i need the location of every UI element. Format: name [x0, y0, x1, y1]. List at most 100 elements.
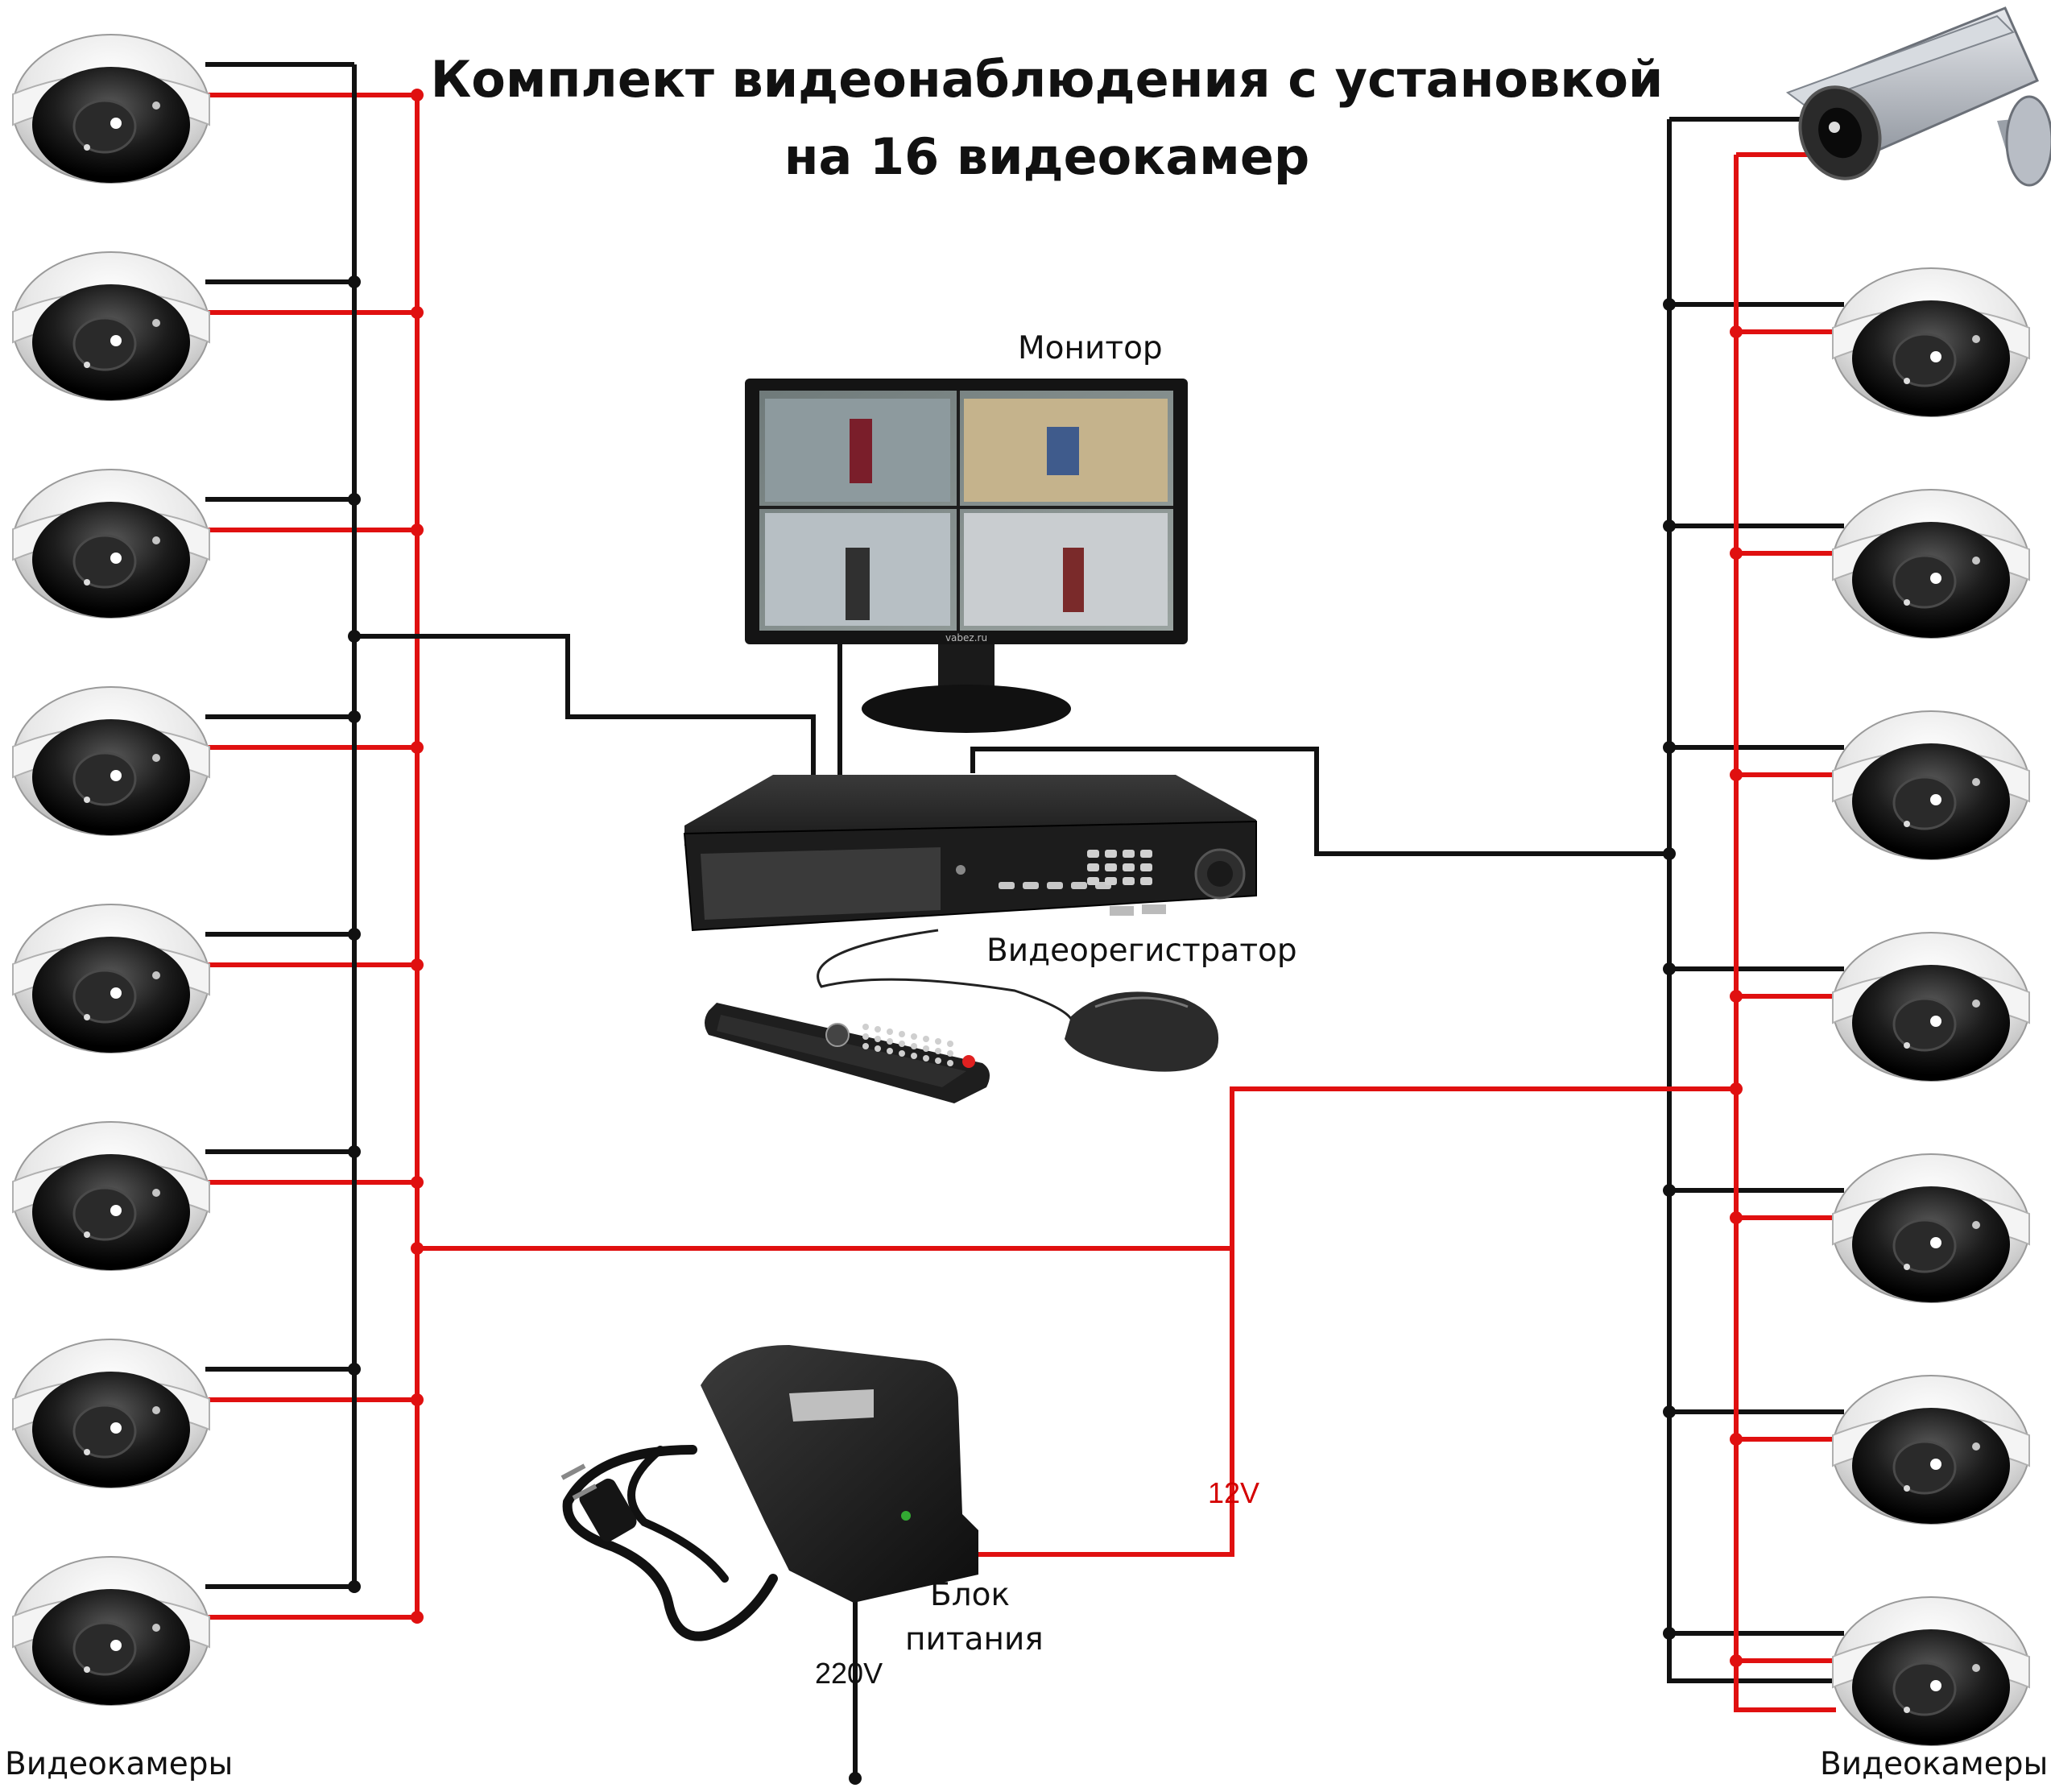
monitor-icon: vabez.ru [745, 379, 1188, 733]
video-junction-dot [1663, 847, 1676, 860]
power-junction-dot [411, 1242, 424, 1255]
remote-key-icon [947, 1060, 953, 1066]
usb-port-icon [1142, 904, 1166, 914]
person-figure-icon [1047, 427, 1079, 475]
mouse-body-icon [1065, 991, 1219, 1072]
cameras-left [11, 33, 211, 1707]
dome-camera-icon [11, 1338, 211, 1489]
power-plug-pin-icon [572, 1484, 598, 1500]
dome-camera-icon [1831, 1374, 2031, 1525]
dvr-video-in-left [354, 634, 816, 777]
mouse-cable-icon [817, 929, 1073, 1020]
power-plug-icon [579, 1478, 637, 1542]
power-junction-dot [411, 1611, 424, 1624]
remote-key-icon [911, 1053, 917, 1059]
remote-key-icon [862, 1043, 869, 1049]
remote-key-icon [899, 1050, 905, 1057]
mouse-highlight-icon [1094, 996, 1189, 1008]
power-junction-dot [1730, 1654, 1743, 1667]
power-junction-dot [1730, 547, 1743, 560]
remote-key-icon [899, 1041, 905, 1047]
mouse-icon [1065, 991, 1219, 1072]
dvr-button-icon [1047, 882, 1063, 889]
remote-control-icon [705, 929, 1073, 1103]
remote-key-icon [899, 1031, 905, 1037]
video-junction-dot [348, 1580, 361, 1593]
camera-lens-icon [1818, 107, 1862, 159]
dome-camera-icon [1831, 710, 2031, 861]
cameras-right [1785, 6, 2051, 1747]
power-junction-dot [411, 741, 424, 754]
video-junction-dot [1663, 519, 1676, 532]
voltage-12-label: 12V [1208, 1476, 1260, 1509]
remote-key-icon [935, 1048, 941, 1054]
dvr-keypad-key-icon [1123, 863, 1135, 871]
power-junction-dot [1730, 1082, 1743, 1095]
power-junction-dot [411, 958, 424, 971]
remote-key-icon [911, 1043, 917, 1049]
usb-port-icon [1110, 906, 1134, 916]
cameras-left-label: Видеокамеры [5, 1746, 234, 1782]
bullet-camera-icon [1785, 6, 2051, 187]
dome-camera-icon [1831, 1595, 2031, 1747]
power-distribution-line [417, 1086, 1736, 1251]
dvr-button-icon [999, 882, 1015, 889]
remote-key-icon [911, 1033, 917, 1040]
psu-12v-output [938, 1248, 1234, 1557]
dome-camera-icon [1831, 488, 2031, 639]
remote-key-icon [887, 1038, 893, 1045]
person-figure-icon [846, 548, 870, 620]
dome-camera-icon [11, 250, 211, 402]
video-junction-dot [849, 1772, 862, 1785]
dome-camera-icon [11, 903, 211, 1054]
video-junction-dot [348, 493, 361, 506]
monitor-brand-label: vabez.ru [945, 632, 987, 644]
remote-key-icon [947, 1050, 953, 1057]
psu-power-cord-icon [627, 1446, 729, 1583]
right-video-bus [1667, 119, 1836, 1683]
video-junction-dot [1663, 298, 1676, 311]
power-junction-dot [1730, 1433, 1743, 1446]
power-junction-dot [1730, 768, 1743, 781]
dvr-keypad-key-icon [1087, 877, 1099, 885]
remote-face-icon [717, 1015, 966, 1087]
dvr-video-in-right [970, 747, 1669, 856]
video-junction-dot [348, 1145, 361, 1158]
remote-key-icon [887, 1048, 893, 1054]
person-figure-icon [850, 419, 872, 483]
remote-key-icon [862, 1033, 869, 1040]
dvr-keypad-key-icon [1123, 850, 1135, 858]
video-junction-dot [348, 1363, 361, 1376]
psu-label-line2: питания [905, 1621, 1044, 1657]
power-junction-dot [411, 524, 424, 536]
dvr-keypad-key-icon [1140, 850, 1152, 858]
dvr-keypad-key-icon [1087, 850, 1099, 858]
remote-key-icon [875, 1036, 881, 1042]
diagram-title-line2: на 16 видеокамер [784, 127, 1310, 186]
dvr-icon [683, 775, 1257, 932]
person-figure-icon [1063, 548, 1084, 612]
diagram-title-line1: Комплект видеонаблюдения с установкой [430, 50, 1664, 109]
dvr-label: Видеорегистратор [986, 933, 1297, 969]
dome-camera-icon [1831, 1153, 2031, 1304]
wires [205, 62, 1848, 1785]
power-plug-pin-icon [560, 1463, 586, 1480]
video-junction-dot [1663, 741, 1676, 754]
video-junction-dot [348, 710, 361, 723]
dvr-button-icon [1023, 882, 1039, 889]
remote-key-icon [923, 1036, 929, 1042]
video-junction-dot [348, 928, 361, 941]
dvr-keypad-key-icon [1087, 863, 1099, 871]
power-junction-dot [411, 306, 424, 319]
dome-camera-icon [1831, 267, 2031, 418]
camera-wall-mount-icon [2005, 95, 2051, 187]
remote-dpad-icon [825, 1023, 850, 1047]
remote-key-icon [875, 1026, 881, 1033]
dome-camera-icon [11, 685, 211, 837]
remote-key-icon [862, 1024, 869, 1030]
video-junction-dot [1663, 962, 1676, 975]
remote-key-icon [923, 1055, 929, 1062]
power-junction-dot [1730, 1211, 1743, 1224]
